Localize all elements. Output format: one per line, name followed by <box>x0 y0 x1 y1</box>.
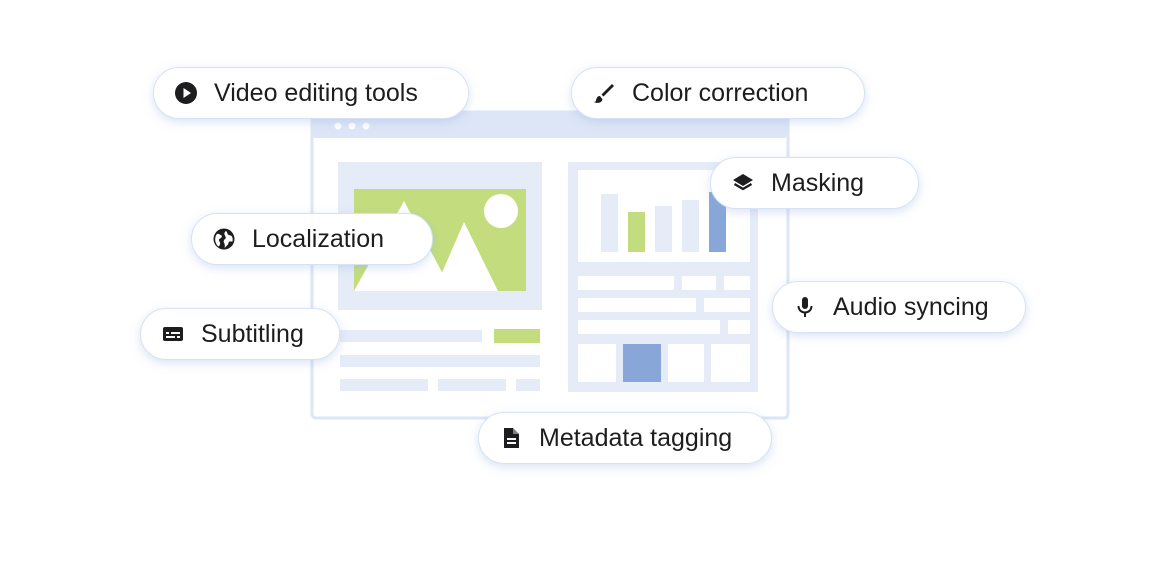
window-dot <box>362 122 370 130</box>
feature-label: Masking <box>771 168 865 197</box>
text-lines-left <box>340 329 540 391</box>
feature-pill-localization: Localization <box>191 213 433 265</box>
feature-label: Audio syncing <box>833 292 989 321</box>
feature-pill-video-editing: Video editing tools <box>153 67 469 119</box>
brush-icon <box>592 81 616 105</box>
feature-pill-subtitling: Subtitling <box>140 308 340 360</box>
document-icon <box>499 426 523 450</box>
window-dot <box>334 122 342 130</box>
feature-label: Color correction <box>632 78 809 107</box>
feature-label: Subtitling <box>201 319 304 348</box>
feature-label: Localization <box>252 224 385 253</box>
feature-pill-masking: Masking <box>710 157 919 209</box>
play-circle-icon <box>174 81 198 105</box>
dashboard-panel <box>568 162 758 392</box>
microphone-icon <box>793 295 817 319</box>
bar-chart-icon <box>601 192 726 252</box>
feature-pill-metadata-tagging: Metadata tagging <box>478 412 772 464</box>
sun-icon <box>484 194 518 228</box>
window-dot <box>348 122 356 130</box>
subtitles-icon <box>161 322 185 346</box>
feature-label: Metadata tagging <box>539 423 733 452</box>
feature-label: Video editing tools <box>214 78 418 107</box>
feature-pill-color-correction: Color correction <box>571 67 865 119</box>
feature-pill-audio-syncing: Audio syncing <box>772 281 1026 333</box>
grid-cells <box>578 344 750 382</box>
globe-icon <box>212 227 236 251</box>
layers-icon <box>731 171 755 195</box>
